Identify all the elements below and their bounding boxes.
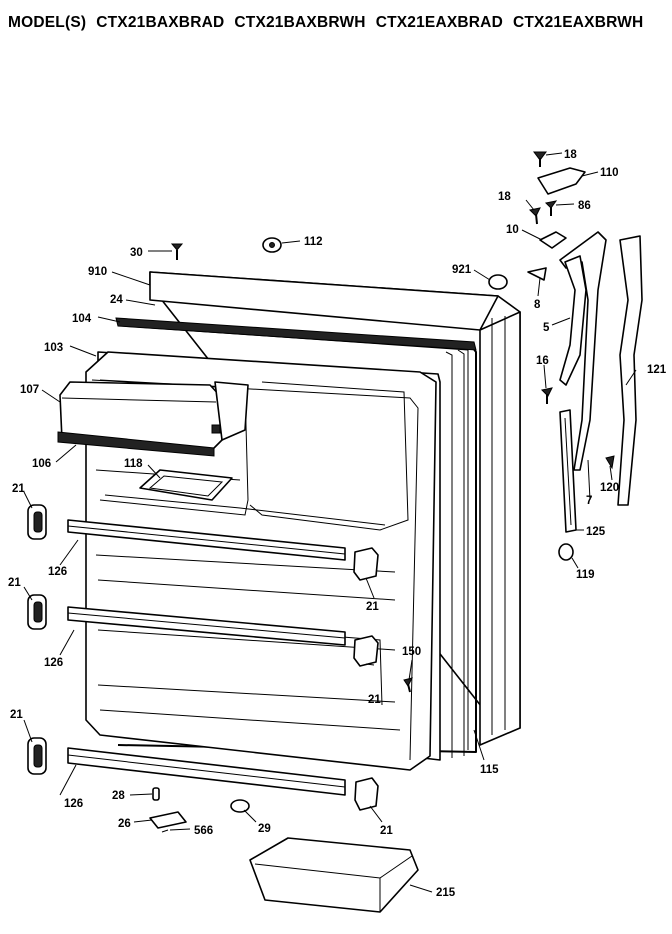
shelf-bar-lower bbox=[67, 747, 346, 796]
callout-18: 18 bbox=[564, 149, 577, 161]
callout-21: 21 bbox=[380, 825, 393, 837]
callout-110: 110 bbox=[600, 167, 619, 179]
callout-7: 7 bbox=[586, 495, 592, 507]
hinge-cover bbox=[537, 167, 586, 195]
models-prefix: MODEL(S) bbox=[8, 14, 87, 31]
callout-106: 106 bbox=[32, 458, 51, 470]
handle-insert-strip bbox=[559, 409, 577, 533]
bottom-hardware bbox=[149, 787, 250, 833]
round-plug bbox=[488, 274, 508, 290]
callout-126: 126 bbox=[64, 798, 83, 810]
callout-103: 103 bbox=[44, 342, 63, 354]
model-4: CTX21EAXBRWH bbox=[512, 14, 644, 31]
shelf-cap-left-1 bbox=[27, 504, 47, 540]
callout-566: 566 bbox=[194, 825, 213, 837]
callout-125: 125 bbox=[586, 526, 606, 538]
callout-28: 28 bbox=[112, 790, 125, 802]
callout-104: 104 bbox=[72, 313, 92, 325]
callout-21: 21 bbox=[8, 577, 21, 589]
model-1: CTX21BAXBRAD bbox=[96, 14, 225, 31]
handle-trim-strip bbox=[617, 235, 643, 506]
callout-16: 16 bbox=[536, 355, 549, 367]
callout-21: 21 bbox=[368, 694, 381, 706]
callout-10: 10 bbox=[506, 224, 519, 236]
callout-107: 107 bbox=[20, 384, 39, 396]
door-bin bbox=[249, 837, 419, 913]
callout-30: 30 bbox=[130, 247, 143, 259]
dairy-compartment-door bbox=[57, 381, 249, 457]
callout-21: 21 bbox=[10, 709, 23, 721]
callout-29: 29 bbox=[258, 823, 271, 835]
callout-121: 121 bbox=[647, 364, 667, 376]
callout-126: 126 bbox=[48, 566, 67, 578]
shelf-cap-left-3 bbox=[27, 737, 47, 775]
model-3: CTX21EAXBRAD bbox=[375, 14, 503, 31]
callout-labels: 18 110 18 86 10 30 112 921 910 8 24 104 … bbox=[8, 149, 667, 899]
callout-120: 120 bbox=[600, 482, 619, 494]
callout-18: 18 bbox=[498, 191, 511, 203]
small-tray bbox=[139, 469, 233, 501]
callout-921: 921 bbox=[452, 264, 472, 276]
model-2: CTX21BAXBRWH bbox=[234, 14, 366, 31]
callout-910: 910 bbox=[88, 266, 107, 278]
callout-21: 21 bbox=[366, 601, 379, 613]
callout-150: 150 bbox=[402, 646, 421, 658]
shelf-cap-left-2 bbox=[27, 594, 47, 630]
screws bbox=[170, 151, 615, 693]
shelf-bar-upper bbox=[67, 519, 346, 561]
models-header: MODEL(S) CTX21BAXBRAD CTX21BAXBRWH CTX21EAX… bbox=[8, 14, 653, 32]
hinge-bracket bbox=[539, 231, 567, 249]
door-handle bbox=[559, 231, 607, 471]
callout-119: 119 bbox=[576, 569, 595, 581]
shelf-cap-right-3 bbox=[354, 777, 379, 811]
shelf-cap-right-1 bbox=[353, 547, 379, 581]
callout-115: 115 bbox=[480, 764, 499, 776]
callout-8: 8 bbox=[534, 299, 541, 311]
leader-lines bbox=[23, 152, 637, 893]
callout-215: 215 bbox=[436, 887, 456, 899]
handle-mount bbox=[527, 267, 547, 281]
callout-126: 126 bbox=[44, 657, 63, 669]
callout-112: 112 bbox=[304, 236, 323, 248]
callout-118: 118 bbox=[124, 458, 143, 470]
callout-21: 21 bbox=[12, 483, 25, 495]
callout-26: 26 bbox=[118, 818, 131, 830]
top-hinge-pin bbox=[262, 237, 282, 253]
callout-86: 86 bbox=[578, 200, 591, 212]
small-cap bbox=[558, 543, 574, 561]
callout-5: 5 bbox=[543, 322, 550, 334]
callout-24: 24 bbox=[110, 294, 123, 306]
shelf-cap-right-2 bbox=[353, 635, 379, 667]
shelf-bar-middle bbox=[67, 606, 346, 646]
